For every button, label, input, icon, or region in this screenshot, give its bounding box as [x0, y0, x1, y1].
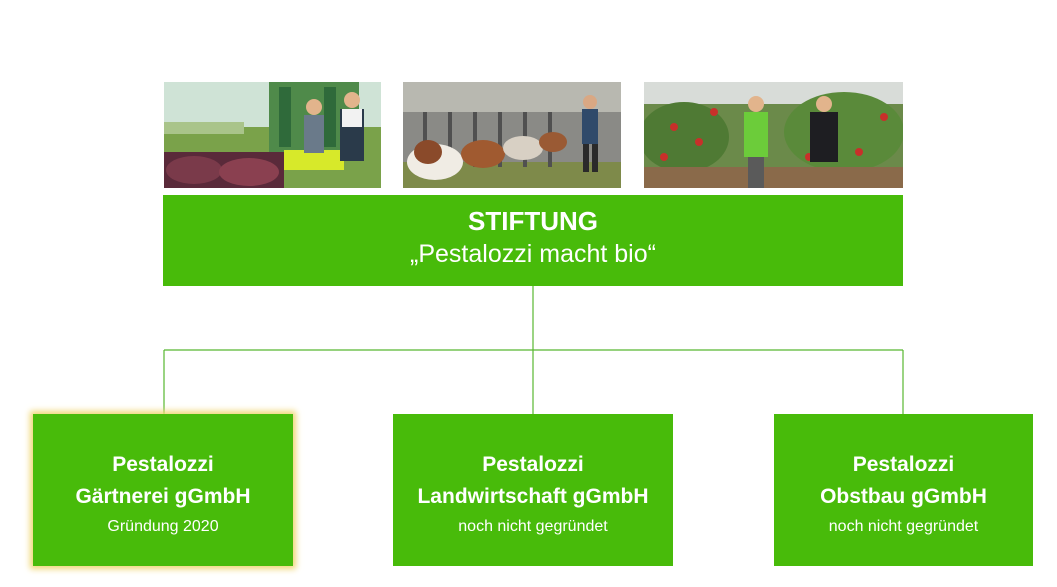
cow-barn-photo: [403, 82, 621, 188]
foundation-title: STIFTUNG: [468, 206, 598, 236]
vegetable-harvest-photo: [164, 82, 381, 188]
gaertnerei-name-line2: Gärtnerei gGmbH: [75, 485, 251, 508]
landwirtschaft-status: noch nicht gegründet: [458, 518, 608, 535]
obstbau-name-line1: Pestalozzi: [852, 453, 955, 476]
gaertnerei-name-line1: Pestalozzi: [112, 453, 214, 476]
gaertnerei-box: Pestalozzi Gärtnerei gGmbH Gründung 2020: [33, 414, 293, 566]
gaertnerei-status: Gründung 2020: [107, 518, 219, 535]
landwirtschaft-box: Pestalozzi Landwirtschaft gGmbH noch nic…: [393, 414, 673, 566]
apple-orchard-photo: [644, 82, 903, 188]
obstbau-status: noch nicht gegründet: [828, 518, 979, 535]
obstbau-box: Pestalozzi Obstbau gGmbH noch nicht gegr…: [774, 414, 1033, 566]
foundation-box: STIFTUNG „Pestalozzi macht bio“: [163, 195, 903, 286]
landwirtschaft-name-line1: Pestalozzi: [482, 453, 584, 476]
landwirtschaft-name-line2: Landwirtschaft gGmbH: [417, 485, 649, 508]
foundation-subtitle: „Pestalozzi macht bio“: [410, 240, 656, 268]
obstbau-name-line2: Obstbau gGmbH: [820, 485, 987, 508]
